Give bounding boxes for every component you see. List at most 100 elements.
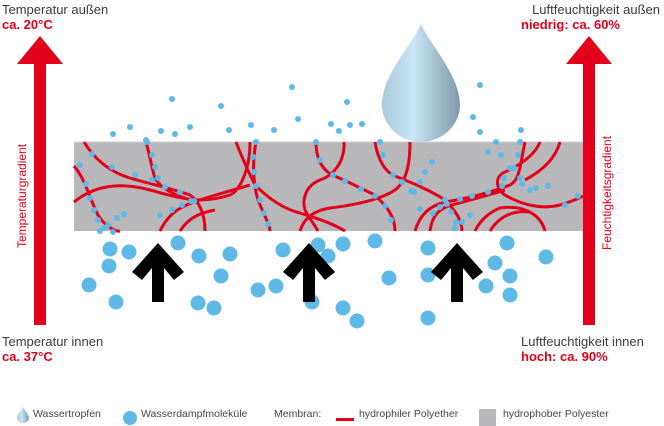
legend-water-drop-label: Wassertropfen xyxy=(33,408,101,420)
vapor-molecule xyxy=(251,169,257,175)
vapor-molecule xyxy=(349,313,365,329)
legend-polyether-label: hydrophiler Polyether xyxy=(359,408,459,420)
vapor-molecule xyxy=(97,228,103,234)
arrow-up-icon xyxy=(132,243,184,302)
vapor-molecule xyxy=(501,175,507,181)
vapor-molecule xyxy=(448,209,454,215)
temp-outside-value: ca. 20°C xyxy=(2,17,53,32)
humidity-outside-value: niedrig: ca. 60% xyxy=(521,17,620,32)
legend-membrane-label: Membran: xyxy=(274,408,322,420)
vapor-molecule xyxy=(335,236,351,252)
humidity-gradient-label: Feuchtigkeitsgradient xyxy=(600,135,614,250)
vapor-molecule xyxy=(121,211,127,217)
legend-polyester-label: hydrophober Polyester xyxy=(503,408,609,420)
vapor-molecule xyxy=(170,235,186,251)
vapor-molecule xyxy=(527,187,533,193)
vapor-molecule xyxy=(545,183,551,189)
vapor-molecule xyxy=(268,278,284,294)
vapor-molecule xyxy=(155,175,161,181)
vapor-molecule xyxy=(519,181,525,187)
vapor-molecule xyxy=(422,169,428,175)
vapor-molecule xyxy=(191,248,207,264)
vapor-molecule xyxy=(271,127,277,133)
vapor-molecule xyxy=(478,278,494,294)
vapor-molecule xyxy=(437,204,443,210)
vapor-molecule xyxy=(169,96,175,102)
vapor-molecule xyxy=(562,202,568,208)
vapor-molecule xyxy=(101,258,117,274)
vapor-molecule xyxy=(89,151,95,157)
vapor-molecule xyxy=(289,84,295,90)
vapor-molecule xyxy=(313,139,319,145)
water-drop-icon xyxy=(382,24,460,142)
vapor-molecule xyxy=(372,193,378,199)
vapor-molecule xyxy=(344,99,350,105)
vapor-molecule xyxy=(143,137,149,143)
vapor-molecules-outside xyxy=(110,82,524,155)
vapor-molecule xyxy=(499,183,505,189)
vapor-molecule xyxy=(81,277,97,293)
vapor-molecule xyxy=(95,217,101,223)
vapor-molecule xyxy=(538,249,554,265)
temperature-gradient-arrow xyxy=(17,36,63,325)
vapor-molecule xyxy=(108,294,124,310)
vapor-molecule xyxy=(388,217,394,223)
vapor-molecule xyxy=(172,131,178,137)
vapor-molecule xyxy=(109,164,115,170)
legend-water-drop-icon xyxy=(17,407,29,423)
vapor-molecule xyxy=(102,241,118,257)
vapor-molecule xyxy=(213,268,229,284)
vapor-molecule xyxy=(499,235,515,251)
vapor-molecule xyxy=(457,196,463,202)
vapor-molecule xyxy=(328,121,334,127)
vapor-molecules-inside xyxy=(81,233,554,329)
vapor-molecule xyxy=(390,172,396,178)
vapor-molecule xyxy=(498,152,504,158)
vapor-molecule xyxy=(162,184,168,190)
vapor-molecule xyxy=(206,300,222,316)
vapor-molecule xyxy=(485,149,491,155)
vapor-molecule xyxy=(179,202,185,208)
vapor-molecule xyxy=(295,116,301,122)
vapor-molecule xyxy=(511,165,517,171)
vapor-molecule xyxy=(317,157,323,163)
vapor-molecule xyxy=(250,282,266,298)
vapor-molecule xyxy=(417,206,423,212)
vapor-molecule xyxy=(320,248,336,264)
vapor-molecule xyxy=(250,154,256,160)
vapor-molecule xyxy=(169,207,175,213)
vapor-molecule xyxy=(517,139,523,145)
arrow-up-icon xyxy=(283,243,335,302)
vapor-molecule xyxy=(533,185,539,191)
vapor-molecule xyxy=(399,179,405,185)
fiber-molecules xyxy=(77,139,581,235)
vapor-molecule xyxy=(127,124,133,130)
vapor-molecule xyxy=(420,310,436,326)
vapor-molecule xyxy=(417,179,423,185)
vapor-molecule xyxy=(330,172,336,178)
vapor-molecule xyxy=(493,139,499,145)
vapor-molecule xyxy=(265,221,271,227)
humidity-inside-label: Luftfeuchtigkeit innen xyxy=(521,334,644,349)
vapor-molecule xyxy=(149,152,155,158)
vapor-molecule xyxy=(429,159,435,165)
vapor-molecule xyxy=(377,139,383,145)
humidity-gradient-arrow xyxy=(566,36,612,325)
vapor-molecule xyxy=(335,300,351,316)
vapor-molecule xyxy=(187,124,193,130)
vapor-molecule xyxy=(253,139,259,145)
vapor-molecule xyxy=(248,122,254,128)
temperature-gradient-label: Temperaturgradient xyxy=(15,143,29,248)
vapor-molecule xyxy=(477,82,483,88)
legend-polyether-icon xyxy=(336,418,354,421)
vapor-molecule xyxy=(261,210,267,216)
vapor-molecule xyxy=(226,127,232,133)
vapor-molecule xyxy=(469,193,475,199)
vapor-molecule xyxy=(502,268,518,284)
vapor-molecule xyxy=(477,129,483,135)
humidity-outside-label: Luftfeuchtigkeit außen xyxy=(532,2,660,17)
vapor-molecule xyxy=(114,215,120,221)
arrow-up-icon xyxy=(431,243,483,302)
vapor-molecule xyxy=(310,237,326,253)
